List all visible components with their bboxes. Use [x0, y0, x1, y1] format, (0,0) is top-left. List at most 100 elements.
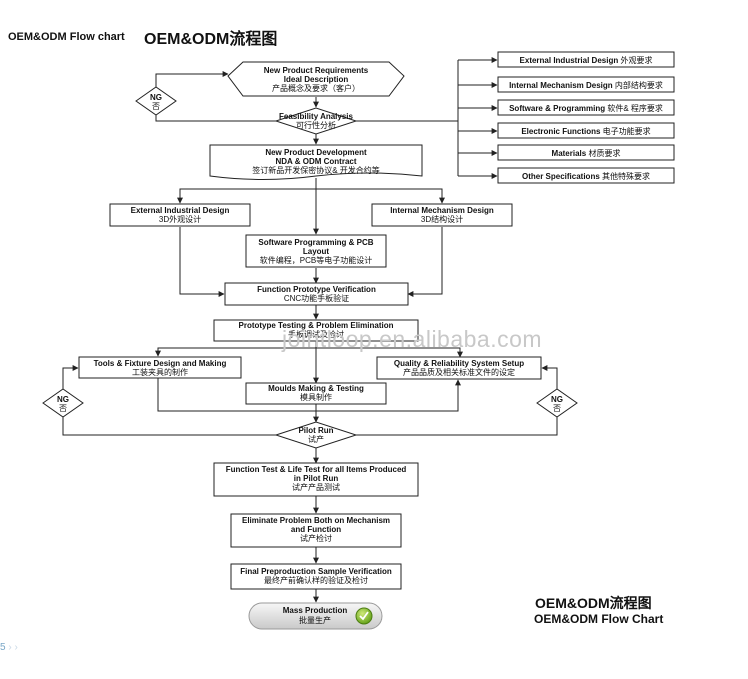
node-label-en: Function Prototype Verification [257, 285, 376, 294]
requirement-box [497, 99, 675, 116]
requirement-label-cn: 外观要求 [618, 55, 652, 65]
requirement-label-en: Software & Programming [509, 104, 605, 113]
node-box [371, 203, 513, 227]
ng-decision: NG否 [42, 388, 84, 418]
node-box [245, 382, 387, 405]
requirement-label-en: Internal Mechanism Design [509, 81, 613, 90]
requirement-item: External Industrial Design 外观要求 [497, 51, 675, 68]
ng-decision: NG否 [135, 86, 177, 116]
requirement-box [497, 76, 675, 93]
requirement-box [497, 51, 675, 68]
node-label-cn: 可行性分析 [296, 120, 336, 130]
ng-diamond [135, 86, 177, 116]
mass-production-pill[interactable] [248, 602, 383, 630]
node-label-en: NDA & ODM Contract [275, 157, 356, 166]
connector-line [155, 71, 229, 87]
requirement-label-cn: 电子功能要求 [600, 126, 650, 136]
mass-production-label-cn: 批量生产 [299, 615, 331, 625]
ng-label-cn: 否 [553, 404, 561, 413]
header-title-en: OEM&ODM Flow chart [8, 31, 125, 43]
node-label-en: Ideal Description [284, 75, 349, 84]
node-box [230, 563, 402, 590]
brand-title-cn: OEM&ODM流程图 [535, 595, 652, 611]
requirement-label-en: Materials [552, 149, 587, 158]
node-label-en: New Product Development [265, 148, 367, 157]
node-box [245, 234, 387, 268]
ng-diamond [536, 388, 578, 418]
node-label-en: and Function [291, 525, 341, 534]
requirement-item: Electronic Functions 电子功能要求 [497, 122, 675, 139]
page-indicator[interactable]: 5 › › [0, 642, 18, 653]
ng-label-en: NG [57, 395, 69, 404]
connector-line [316, 347, 463, 358]
requirement-label-cn: 材质要求 [586, 148, 620, 158]
node-label-en: External Industrial Design [131, 206, 230, 215]
node-box [78, 356, 242, 379]
node-prototype-test: Prototype Testing & Problem Elimination手… [213, 319, 419, 342]
node-label-en: Internal Mechanism Design [390, 206, 494, 215]
requirement-label-en: Other Specifications [522, 172, 600, 181]
check-icon [355, 607, 373, 625]
node-label-cn: CNC功能手板验证 [284, 293, 349, 303]
node-label-cn: 试产检讨 [300, 533, 332, 543]
requirement-label-cn: 其他特殊要求 [600, 171, 650, 181]
connector-line [62, 365, 79, 389]
node-label-cn: 模具制作 [300, 392, 332, 402]
connector-line [157, 378, 461, 412]
requirement-label: Software & Programming 软件& 程序要求 [509, 103, 663, 113]
watermark-text: jointloop.en.alibaba.com [282, 326, 543, 352]
requirement-item: Software & Programming 软件& 程序要求 [497, 99, 675, 116]
connector-line [541, 365, 558, 389]
connector-line [62, 417, 276, 436]
connector-line [407, 227, 443, 297]
node-label-cn: 3D结构设计 [421, 214, 463, 224]
node-box [109, 203, 251, 227]
requirement-label: External Industrial Design 外观要求 [520, 55, 653, 65]
requirement-label: Materials 材质要求 [552, 148, 621, 158]
node-box [224, 282, 409, 306]
node-box [213, 462, 419, 497]
node-label-en: Final Preproduction Sample Verification [240, 567, 392, 576]
node-label-en: Eliminate Problem Both on Mechanism [242, 516, 390, 525]
requirement-item: Materials 材质要求 [497, 144, 675, 161]
node-label-en: Quality & Reliability System Setup [394, 359, 524, 368]
requirement-label: Other Specifications 其他特殊要求 [522, 171, 650, 181]
node-software-pcb: Software Programming & PCBLayout软件编程，PCB… [245, 234, 387, 268]
decision-diamond [274, 421, 358, 449]
ng-decision: NG否 [536, 388, 578, 418]
hexagon-box [227, 61, 405, 97]
requirement-label-cn: 软件& 程序要求 [605, 103, 663, 113]
node-box [376, 356, 542, 380]
node-quality: Quality & Reliability System Setup产品品质及相… [376, 356, 542, 380]
connector-line [155, 347, 316, 357]
requirement-label-cn: 内部结构要求 [613, 80, 663, 90]
node-function-test: Function Test & Life Test for all Items … [213, 462, 419, 497]
ng-label-cn: 否 [59, 404, 67, 413]
node-label-en: Feasibility Analysis [279, 112, 354, 121]
requirement-item: Internal Mechanism Design 内部结构要求 [497, 76, 675, 93]
node-label-cn: 产品品质及相关标准文件的设定 [403, 367, 515, 377]
node-label-en: Moulds Making & Testing [268, 384, 364, 393]
decision-diamond [274, 107, 358, 135]
node-label-en: Layout [303, 247, 330, 256]
ng-diamond [42, 388, 84, 418]
node-label-cn: 3D外观设计 [159, 214, 201, 224]
node-label-cn: 签订新品开发保密协议& 开发合约等 [252, 165, 380, 175]
next-chevron-icon[interactable]: › › [8, 642, 18, 653]
node-label-cn: 试产产品测试 [292, 482, 340, 492]
node-label-cn: 手板调试及检讨 [288, 329, 344, 339]
brand-title-en: OEM&ODM Flow Chart [534, 612, 664, 626]
mass-production-label-en: Mass Production [283, 606, 348, 615]
node-label-en: Software Programming & PCB [258, 238, 373, 247]
connector-line [177, 188, 316, 204]
